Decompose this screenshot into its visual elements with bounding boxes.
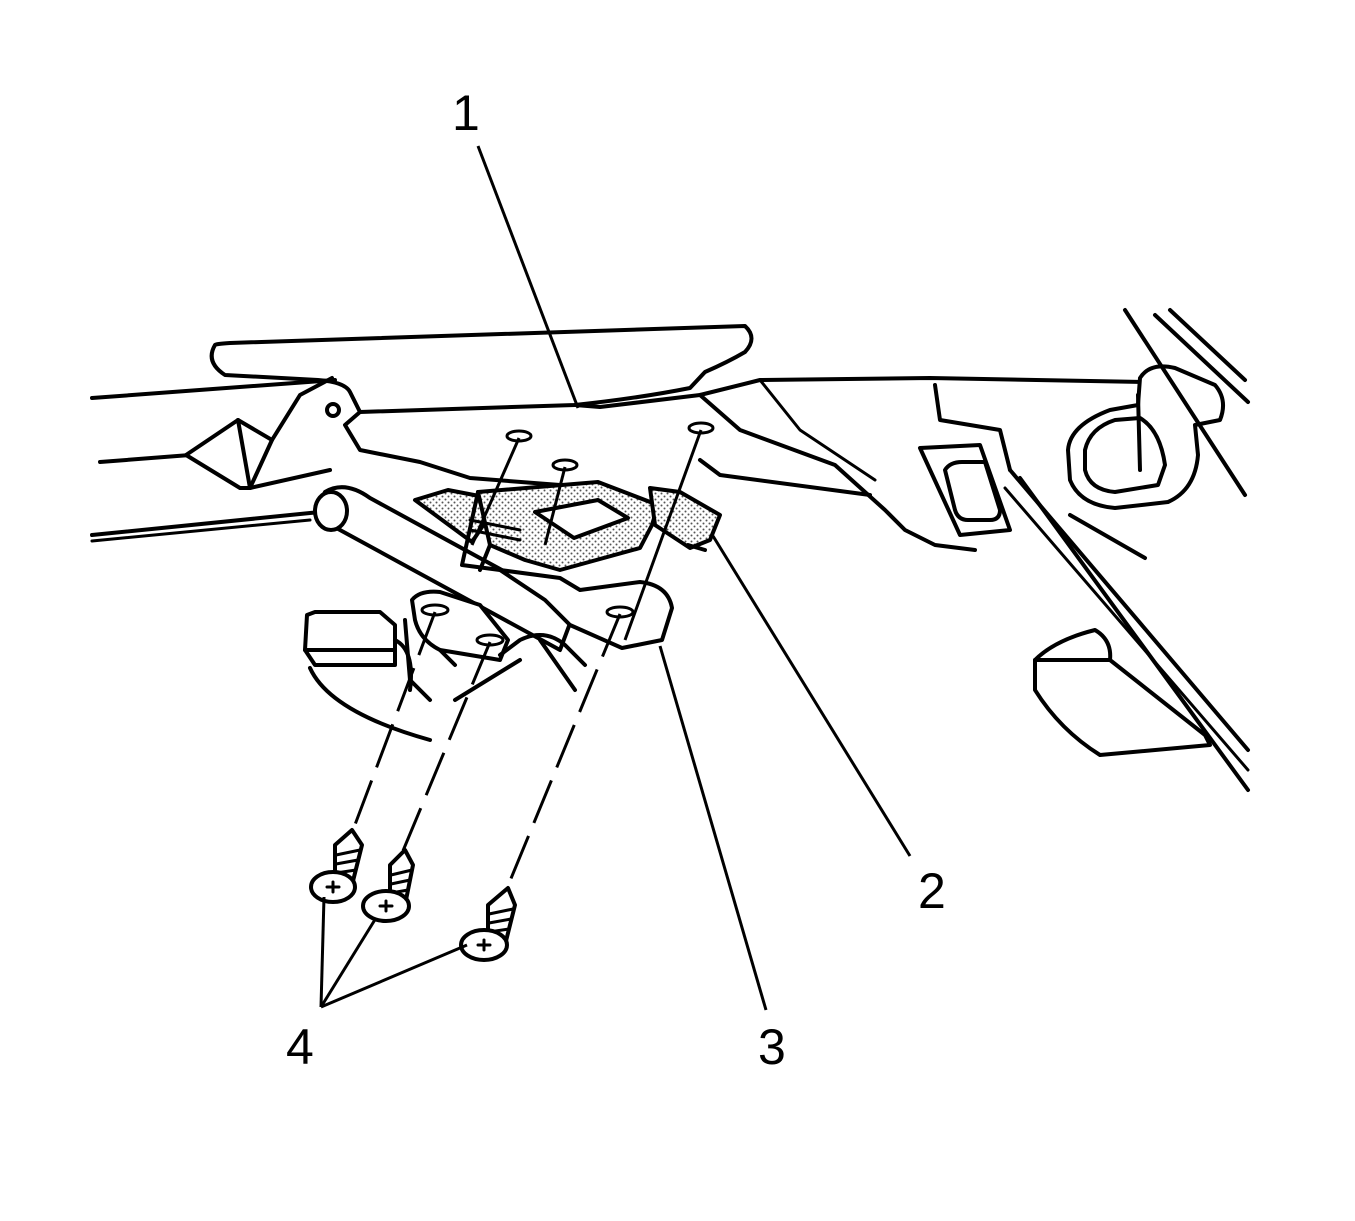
callout-4: 4 bbox=[286, 1019, 314, 1075]
leader-4c bbox=[320, 943, 468, 1009]
screws bbox=[309, 828, 517, 962]
leader-lines bbox=[319, 145, 912, 1011]
sensor-module bbox=[413, 480, 722, 572]
trim-panel bbox=[90, 308, 1250, 792]
callout-2: 2 bbox=[918, 863, 946, 919]
callout-3: 3 bbox=[758, 1019, 786, 1075]
rod bbox=[313, 485, 577, 652]
screw-3 bbox=[459, 886, 517, 962]
screw-1 bbox=[309, 828, 364, 904]
leader-2 bbox=[711, 535, 912, 857]
alignment-lines bbox=[348, 429, 703, 894]
screw-2 bbox=[361, 848, 415, 923]
callout-1: 1 bbox=[452, 85, 480, 141]
leader-3 bbox=[658, 645, 768, 1011]
leader-4b bbox=[319, 917, 378, 1008]
leader-4a bbox=[319, 896, 326, 1008]
leader-1 bbox=[476, 145, 580, 409]
